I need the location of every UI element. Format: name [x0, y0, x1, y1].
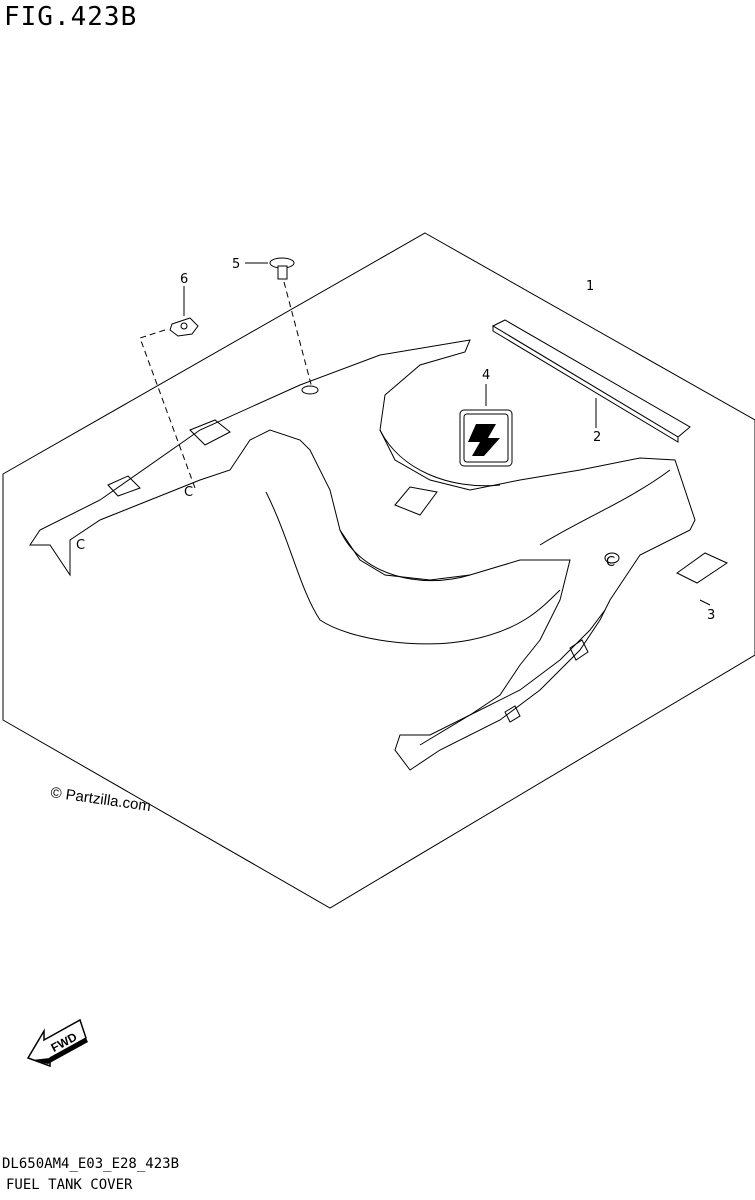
forward-arrow-icon: FWD [26, 1018, 88, 1068]
clip-mark-c: C [606, 555, 615, 570]
fuel-tank-cover-part[interactable] [29, 339, 696, 771]
callout-3: 3 [707, 608, 715, 623]
pad-leader [699, 599, 711, 606]
clip-mark-c: C [76, 538, 85, 553]
seal-strip-part[interactable] [491, 319, 691, 443]
callout-6: 6 [180, 272, 188, 287]
figure-title: FIG.423B [4, 2, 138, 32]
watermark: © Partzilla.com [49, 784, 151, 815]
emblem-part[interactable] [459, 384, 513, 467]
diagram-name: FUEL TANK COVER [6, 1177, 133, 1193]
assembly-outline [2, 232, 755, 909]
callout-1: 1 [586, 279, 594, 294]
diagram-code: DL650AM4_E03_E28_423B [2, 1156, 180, 1172]
callout-2: 2 [593, 430, 601, 445]
nut-part[interactable] [169, 286, 199, 337]
screw-leader [283, 281, 313, 389]
suzuki-logo-icon [468, 424, 500, 456]
clip-mark-c: C [184, 485, 193, 500]
nut-leader [139, 329, 196, 489]
callout-4: 4 [482, 368, 490, 383]
pad-part[interactable] [676, 552, 729, 584]
callout-5: 5 [232, 257, 240, 272]
screw-part[interactable] [245, 257, 295, 280]
